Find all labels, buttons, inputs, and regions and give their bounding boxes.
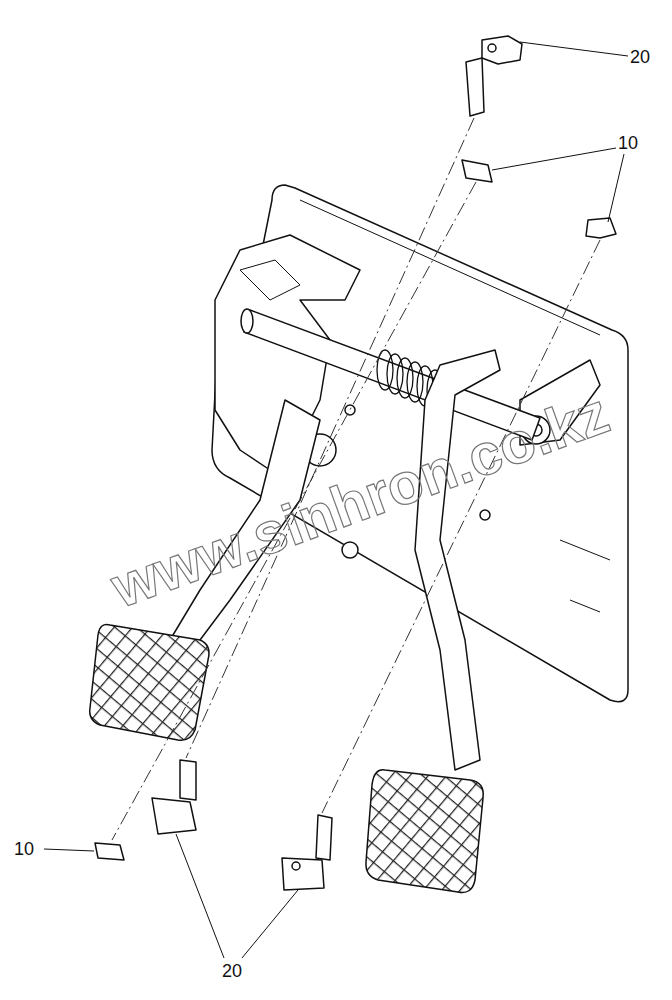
- brake-pedal-pad: [366, 770, 483, 893]
- clutch-pedal-pad: [90, 624, 209, 740]
- callout-number: 10: [618, 134, 638, 152]
- brake-switch: [316, 815, 332, 860]
- stop-lamp-switch: [482, 36, 522, 64]
- callout-number: 20: [630, 48, 650, 66]
- clip: [586, 218, 616, 238]
- callout-number: 20: [222, 962, 242, 980]
- callout-number: 10: [14, 840, 34, 858]
- clip: [462, 160, 492, 182]
- clutch-switch: [180, 760, 196, 800]
- clip: [95, 843, 124, 860]
- brake-pedal-arm: [415, 350, 500, 770]
